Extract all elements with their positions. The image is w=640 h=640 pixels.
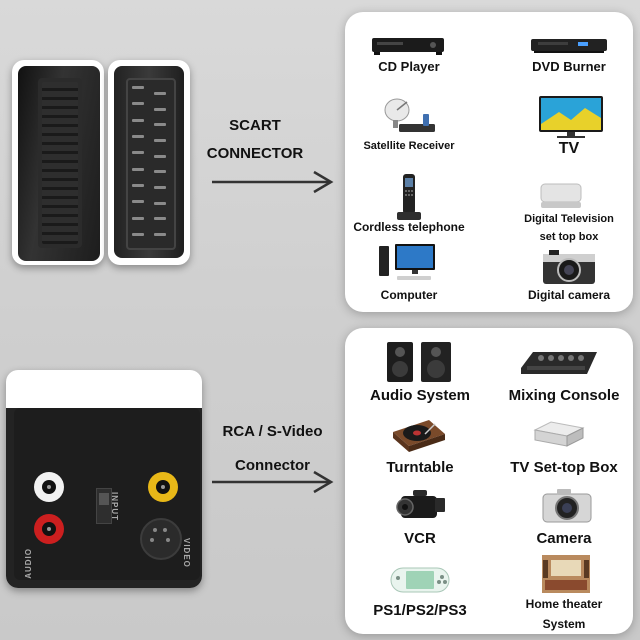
device-label-line2: set top box <box>539 231 599 243</box>
rca-label-line2: Connector <box>235 457 310 474</box>
scart-devices-panel: CD Player DVD Burner Satellite Receiver … <box>345 12 633 312</box>
device-label: CD Player <box>378 59 440 74</box>
scart-label-line1: SCART <box>229 117 281 134</box>
device-tv-set-top-box: TV Set-top Box <box>495 459 633 476</box>
input-output-switch[interactable] <box>96 488 112 524</box>
device-label: Camera <box>536 530 592 547</box>
device-dvd-burner: DVD Burner <box>505 59 633 74</box>
svideo-port-icon <box>140 518 182 560</box>
device-label: Mixing Console <box>508 387 620 404</box>
device-mixing-console: Mixing Console <box>495 387 633 404</box>
device-satellite-receiver: Satellite Receiver <box>345 140 473 152</box>
scart-plug-photo-front <box>108 60 190 265</box>
tv-icon <box>539 96 603 138</box>
device-label-line2: System <box>542 617 586 631</box>
device-label: Computer <box>380 288 438 302</box>
device-audio-system: Audio System <box>345 387 495 404</box>
device-home-theater-system: Home theater System <box>495 594 633 634</box>
camera-icon <box>542 489 592 523</box>
device-cd-player: CD Player <box>345 59 473 74</box>
device-label: TV <box>558 140 580 157</box>
speakers-icon <box>387 342 451 382</box>
scart-arrow-icon <box>212 170 334 194</box>
cordless-phone-icon <box>397 174 421 220</box>
set-top-box-icon <box>540 183 582 208</box>
audio-port-label: AUDIO <box>24 548 33 579</box>
rca-devices-panel: Audio System Mixing Console Turntable TV… <box>345 328 633 634</box>
device-label: PS1/PS2/PS3 <box>373 602 467 619</box>
device-label: VCR <box>404 530 436 547</box>
device-digital-camera: Digital camera <box>505 288 633 302</box>
computer-icon <box>379 244 435 280</box>
rca-arrow-icon <box>212 470 334 494</box>
rca-red-jack-icon <box>34 514 64 544</box>
device-turntable: Turntable <box>345 459 495 476</box>
digital-camera-icon <box>543 250 595 284</box>
device-tv: TV <box>505 140 633 158</box>
device-label: Digital camera <box>527 288 611 302</box>
tv-set-top-box-icon <box>533 421 585 447</box>
device-label: DVD Burner <box>532 59 606 74</box>
scart-plug-photo-side <box>12 60 104 265</box>
cd-player-icon <box>372 38 444 55</box>
device-label: Audio System <box>369 387 471 404</box>
dvd-burner-icon <box>531 39 607 53</box>
device-label-line1: Home theater <box>525 597 603 611</box>
rca-white-jack-icon <box>34 472 64 502</box>
handheld-console-icon <box>390 567 450 593</box>
rca-yellow-jack-icon <box>148 472 178 502</box>
turntable-icon <box>393 420 445 452</box>
rca-label-line1: RCA / S-Video <box>222 423 323 440</box>
home-theater-icon <box>542 555 590 593</box>
scart-label-line2: CONNECTOR <box>206 145 304 162</box>
device-cordless-telephone: Cordless telephone <box>345 220 473 234</box>
mixing-console-icon <box>521 352 597 374</box>
rca-svideo-adapter-photo: INPUT AUDIO VIDEO <box>6 370 202 588</box>
camcorder-icon <box>396 490 445 518</box>
device-ps1-ps2-ps3: PS1/PS2/PS3 <box>345 602 495 619</box>
device-vcr: VCR <box>345 530 495 547</box>
device-label-line1: Digital Television <box>524 213 614 225</box>
device-camera: Camera <box>495 530 633 547</box>
device-label: Turntable <box>386 459 454 476</box>
satellite-receiver-icon <box>384 98 435 132</box>
video-port-label: VIDEO <box>182 538 191 568</box>
device-computer: Computer <box>345 288 473 302</box>
device-label: Cordless telephone <box>353 220 465 234</box>
device-digital-tv-set-top-box: Digital Television set top box <box>505 210 633 246</box>
device-label: TV Set-top Box <box>510 459 618 476</box>
device-label: Satellite Receiver <box>363 140 455 152</box>
switch-label-input: INPUT <box>110 492 119 521</box>
scart-connector-label: SCART CONNECTOR <box>195 112 315 168</box>
rca-svideo-connector-label: RCA / S-Video Connector <box>205 418 340 480</box>
